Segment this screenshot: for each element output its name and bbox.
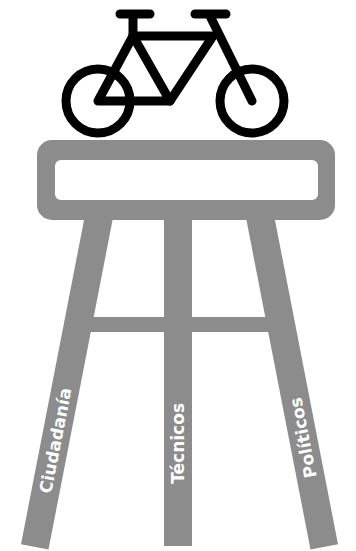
leg-label: Técnicos — [164, 403, 192, 484]
stool-leg: Técnicos — [164, 216, 192, 546]
bicycle-fork — [210, 16, 252, 101]
bicycle-icon — [66, 14, 284, 133]
bicycle-rear-frame — [98, 36, 170, 101]
seat-highlight — [55, 160, 318, 200]
stool-leg: Políticos — [246, 212, 338, 549]
stool-leg: Ciudadanía — [21, 212, 113, 549]
bicycle-saddle — [120, 14, 150, 36]
leg-label: Ciudadanía — [32, 385, 80, 495]
stool-seat — [37, 140, 335, 220]
leg-label: Políticos — [282, 395, 325, 480]
bicycle-front-frame — [133, 36, 213, 101]
bicycle-handlebar — [195, 10, 226, 19]
